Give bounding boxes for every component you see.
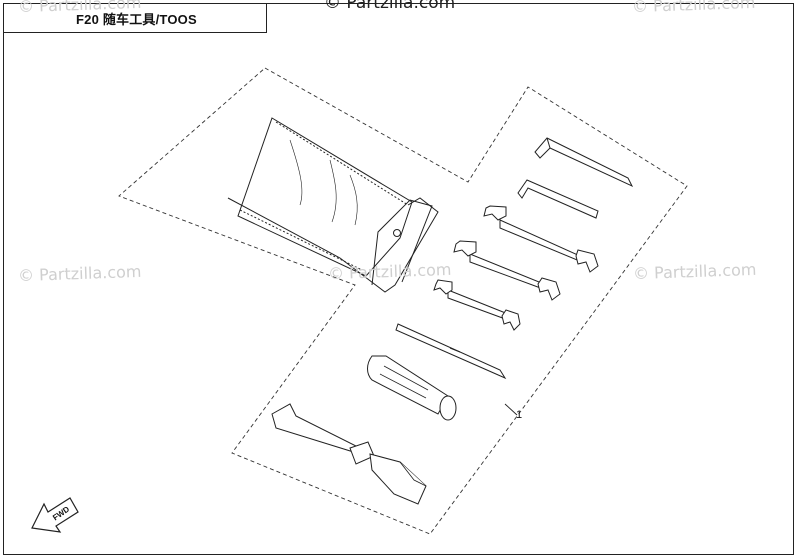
tool-pouch	[227, 117, 439, 293]
diagram-border	[3, 3, 794, 555]
assembly-outline	[118, 67, 688, 535]
callout-leader	[504, 403, 518, 416]
wrench-middle	[453, 240, 561, 301]
wrench-top	[483, 205, 599, 273]
diagram-title: F20 随车工具/TOOS	[76, 12, 197, 27]
screwdriver-handle	[367, 355, 457, 421]
wrench-bottom	[433, 279, 521, 331]
hex-key-small	[517, 179, 599, 219]
spark-plug-wrench	[271, 403, 427, 505]
screwdriver-bit	[395, 323, 507, 380]
title-box	[3, 3, 267, 33]
forward-arrow-icon	[31, 497, 79, 533]
watermark-top: © Partzilla.com	[324, 0, 456, 13]
hex-key-large	[534, 137, 634, 188]
callout-1: 1	[516, 409, 523, 421]
